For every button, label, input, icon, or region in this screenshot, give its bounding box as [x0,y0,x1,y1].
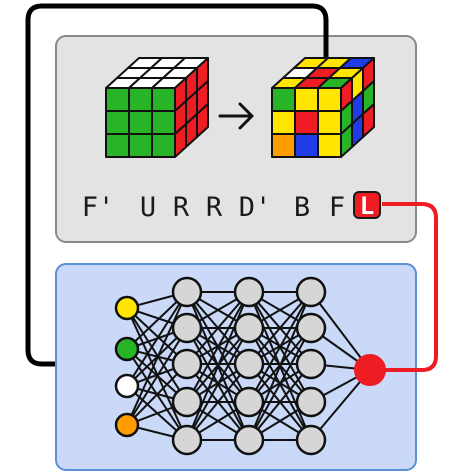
hidden-node [233,276,265,308]
hidden-node [171,348,203,380]
input-node [114,412,140,438]
hidden-node [233,386,265,418]
cube-sticker-front [151,87,176,112]
hidden-node [171,386,203,418]
network-edge [186,363,250,441]
network-edge [126,291,188,387]
cube-sticker-front [151,133,176,158]
cube-sticker-front [294,110,319,135]
cube-sticker-front [271,133,296,158]
hidden-node [295,424,327,456]
cube-sticker-front [151,110,176,135]
scrambled-cube-icon [271,57,375,158]
hidden-node [233,348,265,380]
cube-sticker-front [128,87,153,112]
network-edge [248,327,312,441]
move-token: U [140,192,156,223]
cube-sticker-front [317,133,342,158]
network-edge [186,291,250,441]
highlighted-move-badge: L [353,191,381,220]
network-edge [248,291,312,403]
network-edge [186,327,250,441]
network-edge [248,363,312,441]
network-edge [248,291,312,365]
input-node [114,295,140,321]
cube-sticker-right [362,103,375,138]
network-edge [126,291,188,426]
cube-sticker-front [271,110,296,135]
cube-sticker-front [317,110,342,135]
cube-sticker-front [294,133,319,158]
move-token: R [173,192,190,223]
hidden-node [295,312,327,344]
cube-sticker-front [128,133,153,158]
feedback-arrow [25,3,329,367]
hidden-node [233,424,265,456]
cube-sticker-front [105,87,130,112]
input-node [114,373,140,399]
hidden-node [295,386,327,418]
move-token: B [294,192,310,223]
move-token: F [329,192,345,223]
hidden-node [295,348,327,380]
loss-connector-line [370,202,438,372]
cube-sticker-front [105,110,130,135]
hidden-node [171,312,203,344]
highlighted-move-label: L [360,192,374,220]
hidden-node [295,276,327,308]
neural-network-icon [114,276,386,456]
network-edge [186,291,250,403]
cube-sticker-front [128,110,153,135]
hidden-node [233,312,265,344]
network-edge [186,291,250,365]
cube-sticker-front [294,87,319,112]
cube-sticker-right [196,103,209,138]
input-node [114,336,140,362]
network-edge [126,327,188,426]
move-token: D' [239,192,272,223]
cube-sticker-front [271,87,296,112]
cube-sticker-front [317,87,342,112]
hidden-node [171,276,203,308]
move-token: R [206,192,223,223]
hidden-node [171,424,203,456]
move-token: F' [82,192,115,223]
cube-sticker-front [105,133,130,158]
network-edge [248,291,312,441]
output-node [354,354,386,386]
right-arrow-icon [218,102,254,130]
network-edge [310,291,371,371]
network-edge [126,307,188,403]
solved-cube-icon [105,57,209,158]
